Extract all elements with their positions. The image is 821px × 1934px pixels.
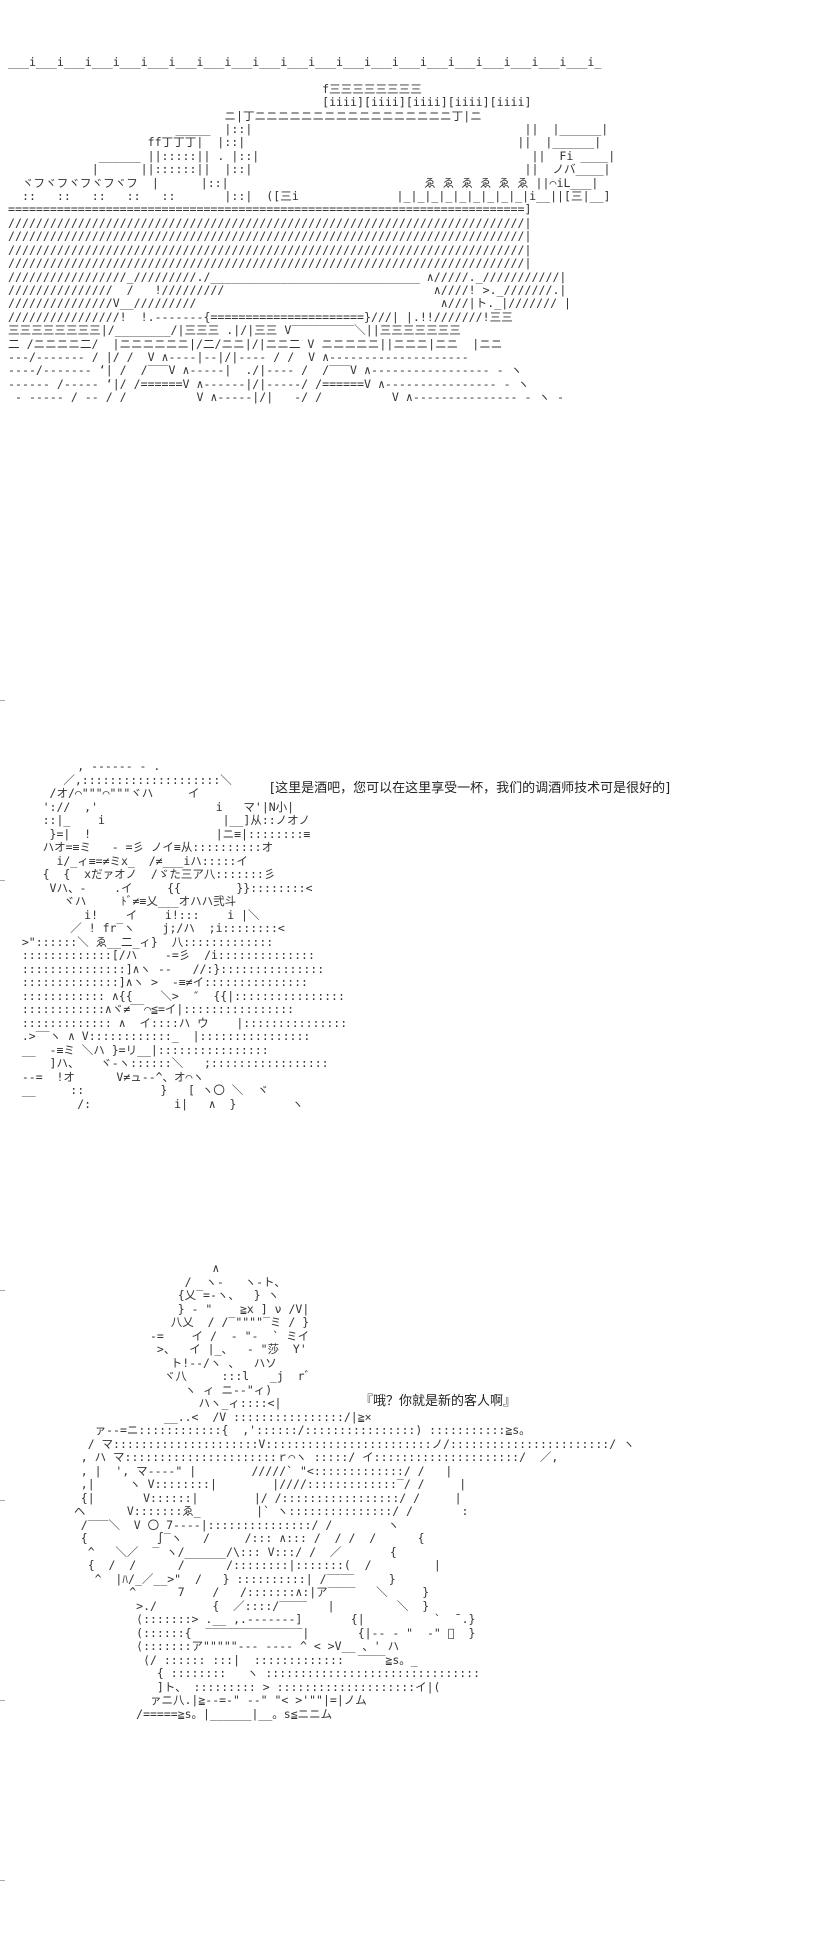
art-line: ^ |ﾊ/_／__>" / } ::::::::::| /‾‾‾‾ } <box>60 1571 396 1586</box>
art-line: 二 /ニニニニ二/ |ニニニニニニ|/二/ニニ|/|ニニ二 V ニニニニニ||ニ… <box>8 336 503 351</box>
art-line: { { xだァオノ /ゞた三ア八:::::::彡 <box>8 867 276 881</box>
art-line: ::::::::::::: ∧ イ::::ハ ウ |::::::::::::::… <box>8 1015 348 1030</box>
art-line: ////////////////////////////////////////… <box>8 242 532 257</box>
margin-tick <box>0 700 5 701</box>
art-line: ////////////////////////////////////////… <box>8 215 532 230</box>
art-line: >./ { ／::::/‾‾‾‾ | ＼ } <box>60 1598 430 1613</box>
art-line: i/_ィ≡=≠ミx_ /≠___iハ:::::イ <box>8 853 248 868</box>
art-line: _____ |::| || |______| <box>8 122 609 137</box>
art-line: ___i___i___i___i___i___i___i___i___i___i… <box>8 55 602 69</box>
art-line: ヾ八 :::l _j rﾞ <box>60 1369 311 1383</box>
art-line: ////////////////////////////////////////… <box>8 229 532 244</box>
art-line: , ハ マ::::::::::::::::::::::ｒ⌒ヽ :::::/ イ:… <box>60 1450 559 1464</box>
art-line: /オ/⌒"""⌒"""ヾハ イ <box>8 786 200 800</box>
art-line: /=====≧s。|______|__。s≦ニニム <box>60 1706 333 1721</box>
bartender-ascii-art: , -‐‐‐‐- - . ／,::::::::::::::::::::＼ /オ/… <box>8 759 348 1111</box>
art-line: ⟨:::::::ア"""""‐‐‐ ‐‐‐‐ ^ < >V__ 、' ハ <box>60 1639 400 1653</box>
art-line: ／,::::::::::::::::::::＼ <box>8 772 232 787</box>
art-line: 八乂 / /‾""""‾ミ / } <box>60 1315 310 1329</box>
art-line: ‐‐‐/‐‐‐‐‐‐‐ / |/ / V ∧‐‐‐‐|‐‐|/|‐‐‐‐ / /… <box>8 349 469 364</box>
art-line: >"::::::＼ ゑ__二_ィ} 八::::::::::::: <box>8 934 274 949</box>
art-line: :::::::::::: ∧{{ ＼> ″ {{|:::::::::::::::… <box>8 988 345 1003</box>
art-line: ff丁丁丁| |::| || |______| <box>8 135 602 150</box>
art-line: ∧ <box>60 1261 220 1275</box>
art-line: / マ:::::::::::::::::::::V:::::::::::::::… <box>60 1436 635 1451</box>
art-line: >、 イ |_、 ‐ "莎 Y' <box>60 1342 307 1356</box>
art-line: :::::::::::::::]∧ヽ ‐‐ //:}::::::::::::::… <box>8 961 325 976</box>
art-line: ヾフヾフヾフヾフヾフ | |::| ゑ ゑ ゑ ゑ ゑ ゑ ||⌒iL___| <box>8 175 599 190</box>
art-line: ァ‐‐=ニ::::::::::::{ ,'::::::/::::::::::::… <box>60 1423 531 1437</box>
art-line: {| V::::::| |/ /:::::::::::::::::/ / | <box>60 1490 462 1505</box>
art-line: ':// ,' i マ'|N小| <box>8 799 295 814</box>
art-line: ‐‐‐‐‐‐ /‐‐‐‐‐ ‘|/ /======V ∧‐‐‐‐‐‐|/|‐‐‐… <box>8 376 530 391</box>
art-line: Vハ、‐ .イ {{ }}::::::::< <box>8 880 313 895</box>
margin-tick <box>0 880 5 881</box>
art-line: ]ト、 ::::::::: > ::::::::::::::::::::イ|( <box>60 1679 441 1694</box>
margin-tick <box>0 1880 5 1881</box>
bartender-dialogue: [这里是酒吧，您可以在这里享受一杯，我们的调酒师技术可是很好的] <box>270 781 671 796</box>
art-line: [iiii][iiii][iiii][iiii][iiii] <box>8 95 532 110</box>
art-line: ／ ! fr‾ヽ j;/ハ ;i::::::::< <box>8 921 285 935</box>
art-line: __..< /V ::::::::::::::::/|≧× <box>60 1409 372 1424</box>
art-line: /‾‾‾＼ V 〇 7‐‐‐‐|:::::::::::::::/ / ヽ <box>60 1517 400 1532</box>
art-line: f三三三三三三三三 <box>8 81 422 96</box>
art-line: ァニ八.|≧‐‐=‐" ‐‐" "< >'""|=|ノム <box>60 1693 367 1707</box>
art-line: ‐ ‐‐‐‐‐ / ‐‐ / / V ∧‐‐‐‐‐|/| ‐/ / V ∧‐‐‐… <box>8 390 565 405</box>
art-line: ⟨:::::::> .__ ,.‐‐‐‐‐‐‐] {| ` ̄ .} <box>60 1612 476 1626</box>
art-line: {乂‾=‐ヽ、 } ヽ <box>60 1288 280 1302</box>
art-line: __ :: } [ ヽ〇 ＼ ヾ <box>8 1083 269 1097</box>
art-line: } ‐ " ≧x ] ν /V| <box>60 1301 310 1316</box>
art-line <box>8 69 615 82</box>
art-line: ハヽ_ィ::::<| <box>60 1396 282 1410</box>
art-line: ========================================… <box>8 202 532 217</box>
art-line: ::::::::::::∧ヾ≠‾‾⌒≦=イ|:::::::::::::::: <box>8 1002 295 1016</box>
art-line: /////////////////_/////////./___________… <box>8 269 567 284</box>
art-line: (::::::{ ‾‾‾‾‾‾‾‾‾‾‾‾‾‾| {|‐‐ ‐ " ‐" ﾞ } <box>60 1625 476 1640</box>
art-line: ト!‐‐/ヽ 、 ハソ <box>60 1355 277 1370</box>
art-line: ////////////////////////////////////////… <box>8 256 532 271</box>
art-line: ‐‐‐‐/‐‐‐‐‐‐‐ ‘| / /‾‾‾V ∧‐‐‐‐‐| ./|‐‐‐‐ … <box>8 363 523 378</box>
art-line: :::::::::::::[/ハ ‐=彡 /i:::::::::::::: <box>8 948 315 962</box>
art-line: { / / / /::::::::|:::::::( / | <box>60 1558 441 1572</box>
art-line: i! イ i!::: i |＼ <box>8 907 260 922</box>
customer-ascii-art: ∧ / ヽ‐ ヽ‐ト、 {乂‾=‐ヽ、 } ヽ } ‐ " ≧x ] ν /V|… <box>60 1261 635 1721</box>
art-line: ハオ=≡ミ ‐ =彡 ノイ≡从::::::::::オ <box>8 840 274 854</box>
art-line: { :::::::: ヽ :::::::::::::::::::::::::::… <box>60 1666 480 1680</box>
art-line: .>‾‾ヽ ∧ V::::::::::::_ |:::::::::::::::: <box>8 1029 311 1043</box>
bar-interior-ascii-art: ___i___i___i___i___i___i___i___i___i___i… <box>8 55 616 405</box>
art-line: ニ|丁ニニニニニニニニニニニニニニニニニ丁|ニ <box>8 108 482 123</box>
art-line: }=| ! |ニ≡|::::::::≡ <box>8 826 311 841</box>
art-line: __ ‐≡ミ ＼ハ }=リ__|:::::::::::::::: <box>8 1042 269 1057</box>
art-line: ‐= イ / ‐ "‐ ` ミイ <box>60 1328 310 1343</box>
customer-dialogue: 『哦？你就是新的客人啊』 <box>360 1394 517 1409</box>
art-line: ______ ||:::::|| . |::| || Fi ____| <box>8 148 616 163</box>
art-line: | ||::::::|| |::| || ノバ____| <box>8 162 611 177</box>
art-line: ‐‐= !オ V≠ュ‐‐^、オ⌒ヽ <box>8 1069 204 1084</box>
art-line: { ∫‾ヽ / /::: ∧::: / / / / { <box>60 1531 425 1545</box>
margin-tick <box>0 1500 5 1501</box>
art-line: ^ 7 / /:::::::∧:|ア‾‾‾‾ ＼ } <box>60 1585 430 1599</box>
art-line: ⟨/ :::::: :::| ::::::::::::: ‾‾‾‾≧s。_ <box>60 1652 418 1667</box>
art-line: ]ハ、 ヾ‐ヽ::::::＼ ;::::::::::::::::: <box>8 1056 329 1070</box>
art-line: /: i| ∧ } ヽ <box>8 1096 304 1111</box>
art-line: ^ ＼／ ‾ ヽ/______/\::: V:::/ / ／ { <box>60 1544 397 1559</box>
art-line: :: :: :: :: :: |::| ([三i |_|_|_|_|_|_|_|… <box>8 189 611 204</box>
art-line: ヽ ィ ニ‐‐"ィ) <box>60 1382 273 1397</box>
art-line: / ヽ‐ ヽ‐ト、 <box>60 1274 286 1289</box>
art-line: ::|_ i |__]从::ノオノ <box>8 813 311 827</box>
art-line: ::::::::::::::]∧ヽ > ‐≡≠イ::::::::::::::: <box>8 975 308 989</box>
art-line: ///////////////V__///////// ∧///|ト._|///… <box>8 296 572 311</box>
art-line: ヾハ ﾄﾞ≠≡乂___オハハ弐斗 <box>8 894 237 908</box>
art-line: ヘ V:::::::ゑ_ |` ヽ:::::::::::::::/ / : <box>60 1504 469 1518</box>
art-line: /////////////// / !///////// ∧////! >._/… <box>8 282 567 297</box>
art-line: , | ', マ‐‐‐‐" | /////` "<:::::::::::::/ … <box>60 1463 453 1478</box>
art-line: 三三三三三三三三|/________/|三三三 .|/|三三 V‾‾‾‾‾‾‾‾… <box>8 323 461 338</box>
art-line: , -‐‐‐‐- - . <box>8 759 161 773</box>
margin-tick <box>0 1290 5 1291</box>
art-line: ,| ヽ V::::::::| |////:::::::::::::‾/ / | <box>60 1477 467 1491</box>
margin-tick <box>0 1700 5 1701</box>
art-line: ////////////////! !.-------{============… <box>8 309 513 324</box>
